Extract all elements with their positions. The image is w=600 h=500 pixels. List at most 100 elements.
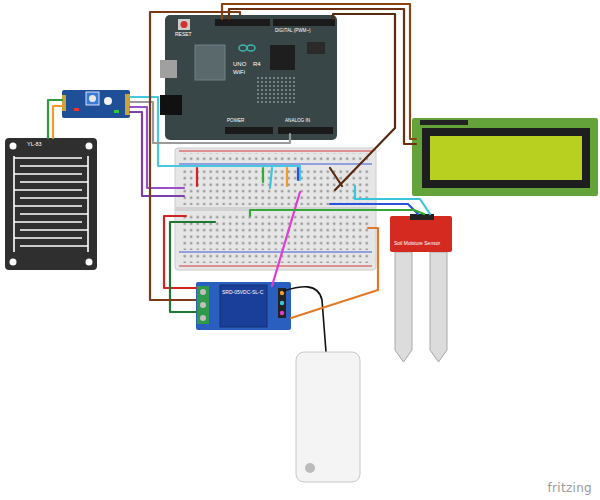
arduino-board xyxy=(239,45,247,51)
arduino-board xyxy=(178,19,190,30)
comparator-module xyxy=(89,95,96,102)
comparator-module xyxy=(114,110,119,113)
jumper-wire xyxy=(333,14,395,190)
breadboard xyxy=(179,252,372,253)
rain-sensor-plate xyxy=(10,143,17,150)
arduino-board xyxy=(255,76,297,104)
relay-module xyxy=(196,282,291,330)
jumper-wire xyxy=(229,9,416,144)
arduino-board xyxy=(225,127,273,134)
part-label: Soil Moisture Sensor xyxy=(394,241,440,246)
soil-moisture-sensor: Soil Moisture Sensor xyxy=(390,216,452,252)
arduino-board xyxy=(181,21,188,28)
rain-sensor-plate xyxy=(5,138,97,270)
water-pump xyxy=(296,352,360,482)
rain-sensor-plate xyxy=(10,259,17,266)
part-label: ANALOG IN xyxy=(285,119,310,124)
part-label: SRD-05VDC-SL-C xyxy=(222,290,263,295)
arduino-board xyxy=(270,45,295,70)
lcd-display xyxy=(412,118,598,196)
relay-module xyxy=(278,288,286,318)
soil-moisture-sensor xyxy=(390,214,452,362)
part-label: UNO xyxy=(233,61,246,67)
arduino-board xyxy=(215,19,270,26)
breadboard xyxy=(179,151,372,152)
jumper-wire xyxy=(130,107,184,188)
rain-sensor-plate xyxy=(86,143,93,150)
arduino-board xyxy=(160,60,177,78)
jumper-wire xyxy=(250,210,424,216)
comparator-module xyxy=(62,95,66,111)
part-label: R4 xyxy=(253,61,261,67)
jumper-wire xyxy=(170,222,215,312)
jumper-wire xyxy=(270,168,272,188)
arduino-board xyxy=(278,127,333,134)
arduino-board xyxy=(165,15,337,140)
jumper-wire xyxy=(291,228,378,318)
arduino-board xyxy=(160,15,337,140)
arduino-board xyxy=(307,42,325,54)
comparator-module xyxy=(62,90,130,118)
soil-moisture-sensor xyxy=(430,252,447,362)
relay-module xyxy=(200,289,206,295)
relay-module xyxy=(200,315,206,321)
microcontroller-board: RESETDIGITAL (PWM~)UNOR4WiFiPOWERANALOG … xyxy=(165,15,337,140)
relay-module xyxy=(196,282,291,330)
breadboard xyxy=(180,153,370,162)
arduino-board xyxy=(195,45,225,80)
jumper-wire xyxy=(330,168,342,186)
jumper-wire xyxy=(164,216,196,288)
part-label: YL-83 xyxy=(27,142,42,148)
arduino-board xyxy=(247,45,255,51)
water-pump xyxy=(305,463,315,473)
arduino-board xyxy=(160,95,182,115)
jumper-wire xyxy=(262,168,264,182)
soil-moisture-sensor xyxy=(395,252,412,362)
comparator-module xyxy=(74,108,79,111)
jumper-wire xyxy=(222,4,416,139)
part-label: POWER xyxy=(227,119,244,124)
comparator-module xyxy=(86,92,99,105)
relay-module xyxy=(220,285,267,327)
relay-module xyxy=(280,301,284,305)
jumper-wire xyxy=(150,12,240,300)
jumper-wire xyxy=(286,168,288,186)
jumper-wire xyxy=(130,102,290,143)
watermark: fritzing xyxy=(548,481,592,495)
comparator-module xyxy=(62,90,130,118)
relay-module xyxy=(280,311,284,315)
comparator-module xyxy=(104,97,112,105)
breadboard xyxy=(180,213,370,250)
jumper-wire xyxy=(53,106,62,138)
rain-sensor-plate xyxy=(86,259,93,266)
breadboard xyxy=(179,164,372,165)
soil-moisture-sensor xyxy=(390,216,452,252)
relay-module xyxy=(197,286,209,324)
arduino-board xyxy=(273,19,335,26)
jumper-wire xyxy=(48,100,62,138)
jumper-wire xyxy=(130,97,300,180)
rain-sensor-plate xyxy=(14,156,88,252)
breadboard xyxy=(180,168,370,205)
part-label: DIGITAL (PWM~) xyxy=(275,29,311,34)
lcd-display xyxy=(412,118,598,196)
jumper-wire xyxy=(48,4,430,318)
lcd-display xyxy=(430,136,582,180)
jumper-wire xyxy=(130,112,184,196)
breadboard xyxy=(179,266,372,267)
rain-sensor-plate xyxy=(5,138,97,270)
jumper-wire xyxy=(272,192,300,286)
water-pump xyxy=(283,287,326,352)
lcd-display xyxy=(420,120,468,125)
breadboard xyxy=(180,254,370,263)
lcd-display xyxy=(422,128,590,188)
relay-module: SRD-05VDC-SL-C xyxy=(196,282,291,330)
jumper-wire xyxy=(196,168,198,186)
jumper-wire xyxy=(297,168,299,180)
part-label: WiFi xyxy=(233,69,245,75)
relay-module xyxy=(200,302,206,308)
rain-sensor-plate: YL-83 xyxy=(5,138,97,270)
